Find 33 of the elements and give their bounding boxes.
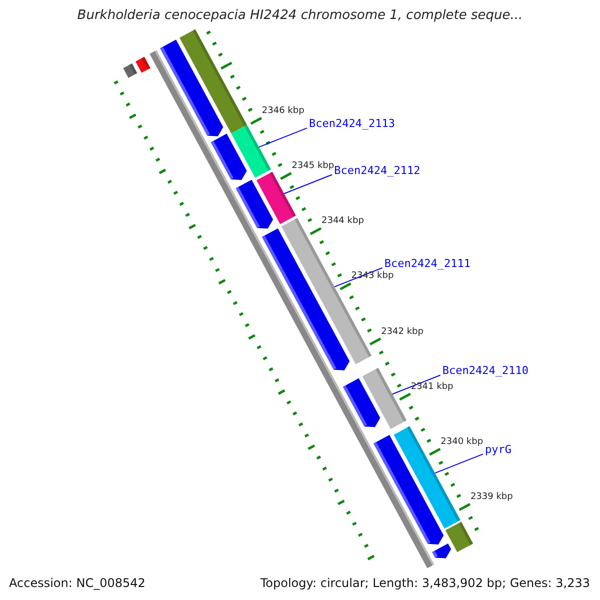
summary-text: Topology: circular; Length: 3,483,902 bp; Genes: 3,233 bbox=[260, 576, 590, 590]
gene-feature bbox=[262, 228, 350, 370]
position-label: 2341 kbp bbox=[410, 382, 454, 392]
leader-line bbox=[392, 374, 441, 395]
gene-label: Bcen2424_2112 bbox=[334, 164, 420, 177]
gene-bar bbox=[256, 172, 296, 224]
gene-feature bbox=[236, 180, 274, 229]
gene-label: Bcen2424_2110 bbox=[442, 364, 528, 378]
gene-feature bbox=[160, 40, 224, 136]
position-label: 2346 kbp bbox=[262, 106, 304, 116]
gene-bar bbox=[123, 63, 138, 78]
gene-bar bbox=[445, 522, 474, 552]
gene-bar bbox=[281, 218, 372, 364]
gene-label: Bcen2424_2111 bbox=[384, 256, 470, 270]
position-label: 2340 kbp bbox=[440, 436, 484, 447]
position-label: 2345 kbp bbox=[292, 161, 334, 172]
gene-bar bbox=[180, 29, 247, 134]
gene-label: pyrG bbox=[485, 443, 512, 456]
leader-line bbox=[434, 454, 484, 474]
leader-line bbox=[258, 128, 308, 148]
title: Burkholderia cenocepacia HI2424 chromosome 1, complete seque... bbox=[77, 8, 523, 23]
leader-line bbox=[284, 174, 333, 194]
position-label: 2339 kbp bbox=[470, 492, 513, 502]
position-label: 2342 kbp bbox=[381, 326, 424, 337]
gene-feature bbox=[432, 544, 452, 558]
accession-text: Accession: NC_008542 bbox=[9, 576, 146, 590]
position-label: 2344 kbp bbox=[322, 216, 364, 226]
gene-feature bbox=[343, 378, 380, 428]
gene-feature bbox=[210, 134, 247, 180]
gene-bar bbox=[231, 124, 271, 178]
gene-label: Bcen2424_2113 bbox=[308, 117, 396, 130]
gene-bar bbox=[362, 368, 407, 429]
gene-bar bbox=[136, 56, 150, 73]
